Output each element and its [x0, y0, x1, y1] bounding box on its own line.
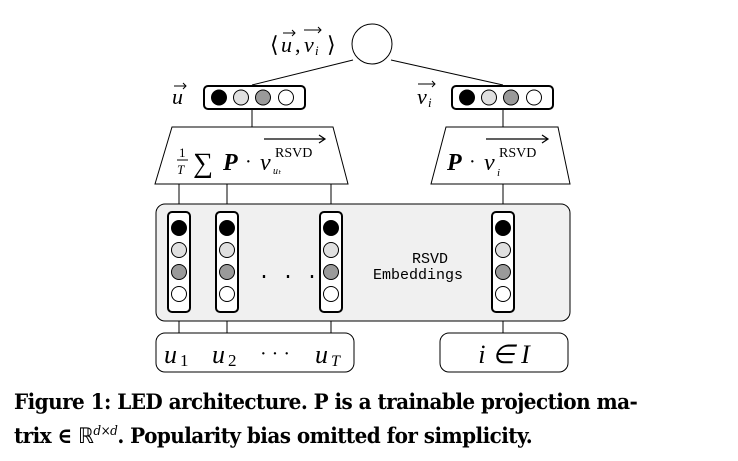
vector-cell-gray [255, 89, 271, 106]
svg-text:i: i [428, 95, 432, 110]
rsvd-embeddings-panel [155, 203, 571, 322]
embedding-column-uT [319, 211, 343, 313]
vector-cell-white [526, 89, 542, 106]
vector-cell-black [459, 89, 475, 106]
svg-text:u: u [172, 84, 183, 109]
svg-text:2: 2 [228, 351, 237, 370]
svg-text:v: v [484, 150, 495, 176]
embeddings-ellipsis: · · · [258, 266, 318, 289]
vector-cell-light [481, 89, 497, 106]
dot-product-node [351, 23, 393, 65]
embedding-column-item [491, 211, 515, 313]
svg-text:RSVD: RSVD [499, 146, 536, 161]
svg-text:i ∈ I: i ∈ I [478, 340, 531, 369]
svg-text:u: u [212, 340, 225, 369]
svg-text:·: · [245, 151, 252, 173]
svg-text:·: · [469, 151, 476, 173]
svg-text:RSVD: RSVD [275, 146, 312, 161]
svg-text:i: i [497, 167, 500, 179]
dot-product-label: ⟨ u , v i ⟩ [270, 26, 336, 58]
svg-text:v: v [260, 150, 271, 176]
user-projection-block: 1 T ∑ P · v RSVD uₜ [154, 126, 349, 185]
svg-text:v: v [304, 32, 314, 57]
figure-caption: Figure 1: LED architecture. P is a train… [14, 388, 679, 451]
item-input: i ∈ I [439, 332, 569, 373]
item-vector: v i [417, 80, 554, 110]
edge-v-to-dot [390, 59, 504, 86]
vector-cell-light [233, 89, 249, 106]
svg-text:T: T [331, 353, 341, 370]
svg-text:u: u [164, 340, 177, 369]
svg-text:1: 1 [179, 145, 186, 160]
svg-text:u: u [281, 32, 292, 57]
svg-text:P: P [222, 150, 238, 176]
edge-u-to-dot [251, 59, 354, 86]
vector-cell-black [211, 89, 227, 106]
vector-cell-gray [503, 89, 519, 106]
embeddings-label-line1: RSVD [412, 251, 448, 268]
svg-text:1: 1 [180, 351, 189, 370]
real-numbers-symbol: ℝ [78, 424, 94, 450]
caption-line1: Figure 1: LED architecture. P is a train… [14, 390, 638, 415]
svg-text:i: i [315, 43, 319, 58]
caption-line2: trix ∈ ℝd×d. Popularity bias omitted for… [14, 424, 533, 450]
svg-text:P: P [446, 150, 462, 176]
user-vector: u [172, 82, 306, 110]
svg-text:⟨: ⟨ [270, 32, 279, 57]
svg-text:v: v [417, 84, 427, 109]
svg-text:∑: ∑ [193, 148, 213, 179]
vector-cell-white [278, 89, 294, 106]
item-projection-block: P · v RSVD i [430, 126, 571, 185]
svg-text:⟩: ⟩ [327, 32, 336, 57]
svg-text:T: T [177, 162, 185, 177]
vector-arrow-icon [264, 134, 327, 144]
user-history-input: u 1 u 2 · · · u T [155, 332, 355, 373]
vector-arrow-icon [418, 80, 436, 88]
svg-text:· · ·: · · · [260, 343, 290, 365]
embedding-column-u1 [167, 211, 191, 313]
svg-text:u: u [315, 340, 328, 369]
svg-text:,: , [295, 32, 301, 57]
svg-text:uₜ: uₜ [273, 166, 282, 177]
vector-arrow-icon [486, 134, 550, 144]
embeddings-label-line2: Embeddings [373, 267, 463, 284]
embedding-column-u2 [215, 211, 239, 313]
led-architecture-diagram: ⟨ u , v i ⟩ u v i 1 T ∑ P · v [154, 23, 571, 373]
vector-arrow-icon [174, 82, 187, 90]
